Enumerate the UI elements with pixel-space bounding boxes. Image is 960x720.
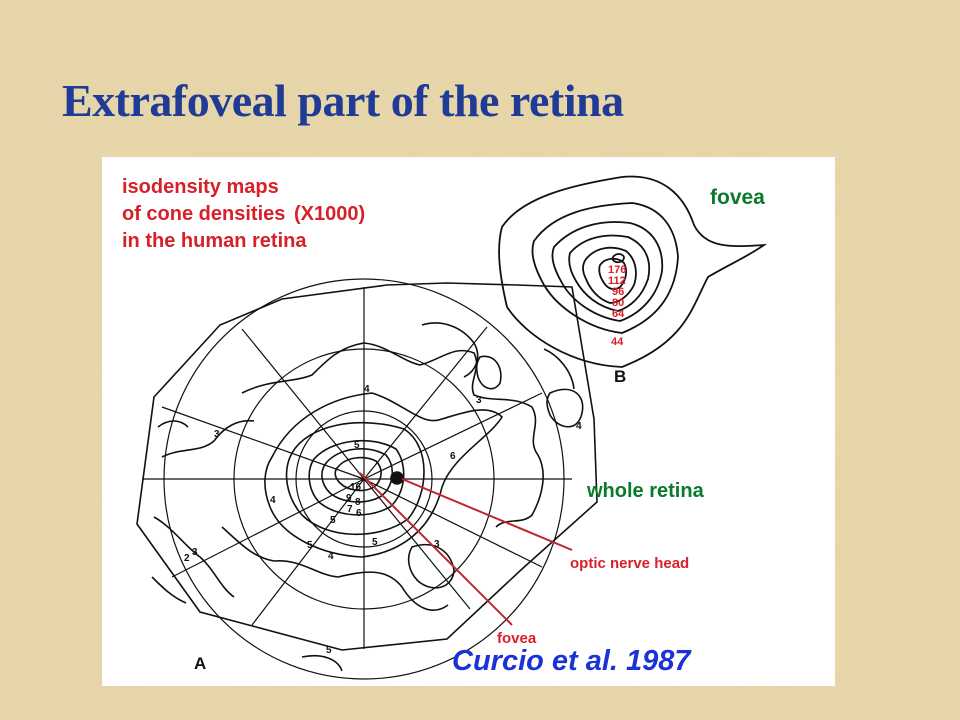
retina-contours (151, 322, 584, 672)
retina-value: 3 (214, 429, 220, 440)
retina-value: 5 (330, 515, 336, 526)
fovea-value-80: 80 (612, 297, 624, 309)
retina-value: 16 (350, 482, 362, 493)
retina-value: 5 (307, 540, 313, 551)
caption-line-3: in the human retina (122, 230, 307, 252)
caption-multiplier: (X1000) (294, 203, 365, 225)
retina-value: 4 (576, 421, 582, 432)
optic-nerve-head-marker (390, 471, 404, 485)
retina-value: 5 (372, 537, 378, 548)
fovea-pointer (359, 472, 513, 626)
fovea-value-64: 64 (612, 308, 625, 320)
panel-b-letter: B (614, 367, 626, 386)
retina-diagram: isodensity maps of cone densities (X1000… (122, 175, 768, 680)
optic-nerve-pointer (401, 478, 573, 551)
retina-value: 4 (328, 551, 334, 562)
retina-value: 5 (326, 645, 332, 656)
caption-line-2: of cone densities (122, 203, 285, 225)
retina-value: 8 (355, 497, 361, 508)
retina-value: 2 (184, 553, 190, 564)
fovea-contour-values: 176 112 96 80 64 44 (608, 264, 626, 348)
meridian-lines (142, 287, 572, 649)
whole-retina-map (136, 278, 598, 680)
optic-nerve-head-label: optic nerve head (570, 555, 689, 572)
retina-value: 5 (354, 440, 360, 451)
fovea-value-112: 112 (608, 275, 626, 287)
citation: Curcio et al. 1987 (452, 645, 692, 677)
retina-contour-values: 16 9 8 7 6 5 5 5 4 4 4 3 3 6 4 5 3 2 3 5 (184, 384, 582, 656)
retina-value: 3 (476, 395, 482, 406)
slide-title: Extrafoveal part of the retina (62, 75, 624, 126)
whole-retina-label: whole retina (586, 480, 705, 502)
fovea-value-44: 44 (611, 336, 624, 348)
fovea-panel-label: fovea (710, 186, 765, 209)
retina-value: 4 (270, 495, 276, 506)
retina-value: 6 (356, 508, 362, 519)
retina-value: 4 (364, 384, 370, 395)
retina-value: 7 (347, 504, 353, 515)
retina-value: 6 (450, 451, 456, 462)
fovea-pointer-label: fovea (497, 630, 537, 647)
caption-line-1: isodensity maps (122, 176, 279, 198)
retina-value: 3 (192, 547, 198, 558)
retina-outline (136, 282, 598, 651)
retina-value: 3 (434, 539, 440, 550)
pointer-lines (359, 472, 573, 626)
retina-value: 9 (346, 493, 352, 504)
retina-figure: isodensity maps of cone densities (X1000… (102, 157, 835, 686)
fovea-contour-map (498, 175, 768, 368)
panel-a-letter: A (194, 654, 206, 673)
fovea-value-96: 96 (612, 286, 624, 298)
fovea-value-176: 176 (608, 264, 626, 276)
